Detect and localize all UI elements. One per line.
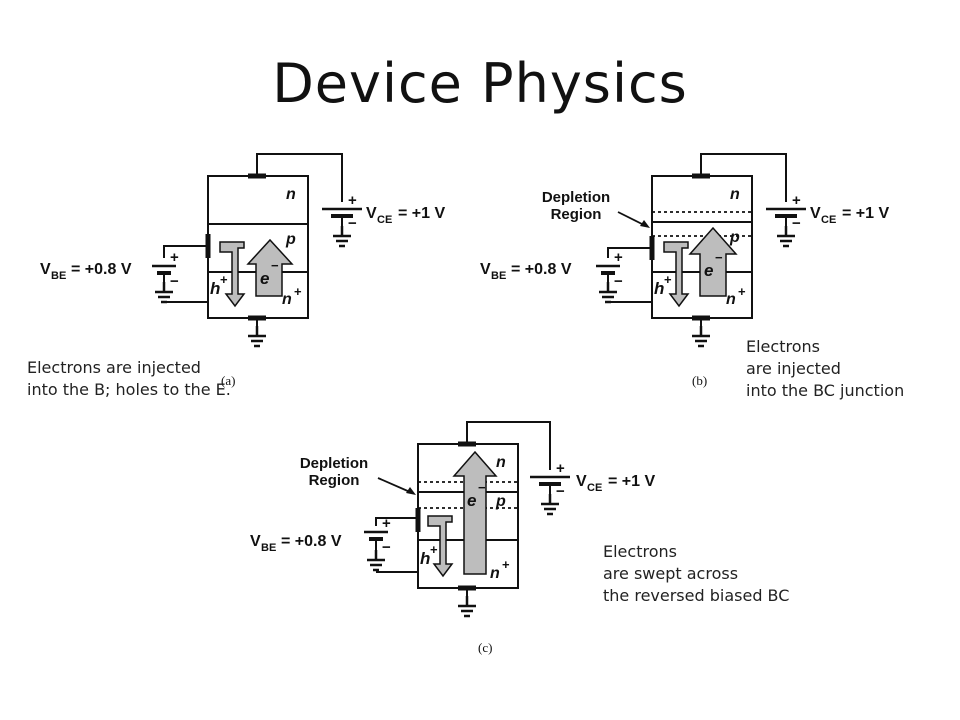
diagram-text: n: [496, 454, 506, 471]
diagram-text: CE: [821, 214, 836, 226]
diagram-text: Region: [309, 472, 360, 489]
region-n-label: n: [286, 186, 296, 203]
plus-sign: +: [348, 192, 357, 209]
diagram-text: = +1 V: [608, 473, 655, 490]
diagram-text: +: [738, 284, 746, 299]
vce-label: V: [366, 205, 377, 222]
diagram-text: +: [614, 249, 623, 266]
diagram-text: V: [576, 473, 587, 490]
diagram-text: −: [478, 480, 486, 495]
vce-battery: [766, 207, 806, 248]
diagram-text: e: [704, 261, 713, 280]
diagram-text: n: [726, 291, 736, 308]
diagram-text: −: [614, 273, 623, 290]
hole-current-arrow: [427, 515, 454, 578]
slide-title: Device Physics: [272, 52, 688, 115]
diagram-text: +: [220, 272, 228, 287]
caption-panel-c: Electrons are swept across the reversed …: [603, 542, 790, 605]
diagram-text: V: [250, 533, 261, 550]
vce-battery: [530, 475, 570, 516]
diagram-text: +: [556, 460, 565, 477]
hole-current-arrow: [219, 241, 246, 308]
region-p-label: p: [285, 231, 296, 248]
figure-label-c: (c): [478, 640, 492, 655]
electron-current-arrow: [246, 238, 294, 297]
diagram-text: +: [430, 542, 438, 557]
diagram-text: h: [420, 549, 430, 568]
diagram-text: +: [502, 557, 510, 572]
depletion-label: Depletion: [542, 189, 610, 206]
diagram-text: n: [490, 565, 500, 582]
base-wire: [163, 245, 208, 258]
vce-battery: [322, 207, 362, 248]
diagram-text: −: [556, 483, 565, 500]
diagram-text: h: [654, 279, 664, 298]
panel-c-diagram: + − V CE = +1 V n p n + Depletion Region…: [250, 421, 655, 655]
diagram-text: +: [792, 192, 801, 209]
diagram-text: BE: [261, 542, 276, 554]
diagram-text: −: [792, 215, 801, 232]
diagram-text: CE: [587, 482, 602, 494]
diagram-text: V: [810, 205, 821, 222]
diagram-text: p: [495, 493, 506, 510]
caption-panel-a: Electrons are injected into the B; holes…: [27, 358, 231, 399]
diagram-text: +: [170, 249, 179, 266]
vce-subscript: CE: [377, 214, 392, 226]
diagram-text: +: [294, 284, 302, 299]
diagram-text: e: [467, 491, 476, 510]
diagram-text: BE: [491, 270, 506, 282]
vbe-subscript: BE: [51, 270, 66, 282]
region-n-label: n: [282, 291, 292, 308]
diagram-text: −: [715, 250, 723, 265]
electron-current-arrow: [688, 226, 738, 297]
depletion-label: Region: [551, 206, 602, 223]
diagram-text: = +0.8 V: [281, 533, 342, 550]
vbe-value: = +0.8 V: [71, 261, 132, 278]
diagram-text: −: [271, 258, 279, 273]
figure-label-a: (a): [221, 373, 235, 388]
vbe-label: V: [40, 261, 51, 278]
diagram-text: +: [664, 272, 672, 287]
diagram-text: = +1 V: [842, 205, 889, 222]
diagram-text: Depletion: [300, 455, 368, 472]
hole-current-arrow: [663, 241, 690, 308]
diagram-text: V: [480, 261, 491, 278]
diagram-text: +: [382, 515, 391, 532]
electron-current-arrow: [452, 450, 498, 575]
minus-sign: −: [348, 215, 357, 232]
figure-label-b: (b): [692, 373, 707, 388]
collector-wire: [256, 153, 343, 202]
panel-a-diagram: + − V CE = +1 V n p n + + − V BE = +0.8 …: [40, 153, 445, 388]
vce-value: = +1 V: [398, 205, 445, 222]
diagram-text: −: [170, 273, 179, 290]
caption-panel-b: Electrons are injected into the BC junct…: [746, 337, 905, 400]
diagram-text: −: [382, 539, 391, 556]
panel-b-diagram: + − V CE = +1 V n p n + Depletion Region…: [480, 153, 889, 388]
hole-label: h: [210, 279, 220, 298]
diagram-text: = +0.8 V: [511, 261, 572, 278]
electron-label: e: [260, 269, 269, 288]
diagram-text: p: [729, 229, 740, 246]
diagram-text: n: [730, 186, 740, 203]
